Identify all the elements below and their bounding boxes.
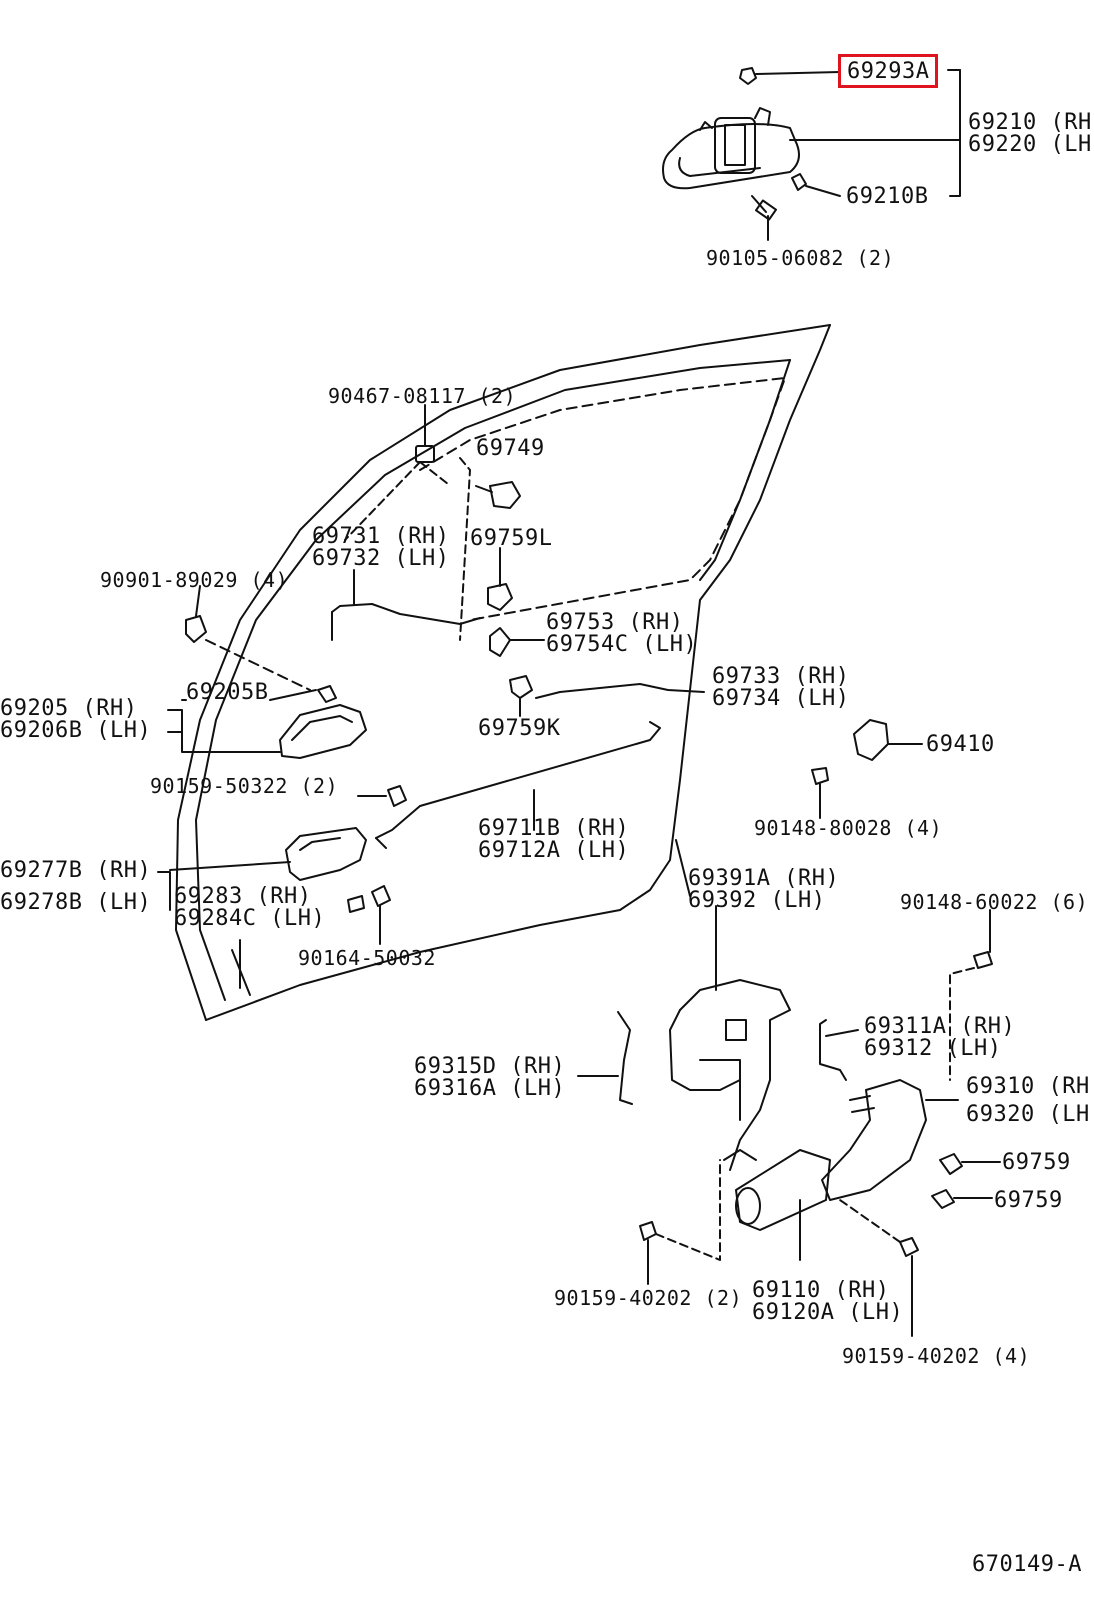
part-label-69120a[interactable]: 69120A (LH) — [752, 1300, 904, 1325]
bolt-90467 — [345, 405, 470, 640]
part-label-90164-50032[interactable]: 90164-50032 — [298, 946, 436, 970]
part-label-69205b[interactable]: 69205B — [186, 680, 269, 705]
part-label-69754c[interactable]: 69754C (LH) — [546, 632, 698, 657]
part-label-69210b[interactable]: 69210B — [846, 184, 929, 209]
part-label-69220[interactable]: 69220 (LH — [968, 132, 1092, 157]
part-label-69759l[interactable]: 69759L — [470, 526, 553, 551]
clip-69749 — [476, 482, 520, 508]
part-label-69734[interactable]: 69734 (LH) — [712, 686, 850, 711]
part-label-69731[interactable]: 69731 (RH) — [312, 524, 450, 549]
part-label-69310[interactable]: 69310 (RH — [966, 1074, 1090, 1099]
part-label-69293a[interactable]: 69293A — [838, 54, 939, 88]
part-label-69392[interactable]: 69392 (LH) — [688, 888, 826, 913]
motor-69110 — [724, 1150, 830, 1260]
part-label-90159-40202-2[interactable]: 90159-40202 (2) — [554, 1286, 743, 1310]
glass-outline — [419, 377, 786, 621]
screw-90901 — [186, 586, 310, 690]
bezel-69277b — [158, 828, 366, 910]
rod-69311a — [820, 1020, 858, 1080]
part-label-69284c[interactable]: 69284C (LH) — [174, 906, 326, 931]
clip-69759-b — [932, 1190, 992, 1208]
part-label-69278b[interactable]: 69278B (LH) — [0, 890, 152, 915]
part-label-90467-08117[interactable]: 90467-08117 (2) — [328, 384, 517, 408]
rod-69711b — [376, 722, 660, 848]
inside-handle — [280, 686, 366, 758]
part-label-69311a[interactable]: 69311A (RH) — [864, 1014, 1016, 1039]
part-label-69732[interactable]: 69732 (LH) — [312, 546, 450, 571]
part-label-69320[interactable]: 69320 (LH — [966, 1102, 1090, 1127]
part-label-69749[interactable]: 69749 — [476, 436, 545, 461]
part-label-69759-lower[interactable]: 69759 — [994, 1188, 1063, 1213]
part-label-69277b[interactable]: 69277B (RH) — [0, 858, 152, 883]
rod-69731 — [332, 570, 480, 640]
part-label-90148-60022[interactable]: 90148-60022 (6) — [900, 890, 1089, 914]
part-label-90901-89029[interactable]: 90901-89029 (4) — [100, 568, 289, 592]
part-label-69753[interactable]: 69753 (RH) — [546, 610, 684, 635]
clip-69759-a — [940, 1154, 1000, 1174]
door-lock-69391a — [670, 906, 790, 1170]
clip-69759l — [488, 548, 512, 610]
part-label-90159-40202-4[interactable]: 90159-40202 (4) — [842, 1344, 1031, 1368]
clip-69759k — [510, 676, 532, 716]
part-label-69712a[interactable]: 69712A (LH) — [478, 838, 630, 863]
part-label-69391a[interactable]: 69391A (RH) — [688, 866, 840, 891]
screw-90148-60022 — [950, 910, 992, 1080]
clip-69410 — [854, 720, 922, 760]
screw-90159-50322 — [358, 786, 406, 806]
screw-69210b — [792, 174, 840, 196]
part-label-69759-upper[interactable]: 69759 — [1002, 1150, 1071, 1175]
part-label-69315d[interactable]: 69315D (RH) — [414, 1054, 566, 1079]
part-label-69316a[interactable]: 69316A (LH) — [414, 1076, 566, 1101]
part-label-69711b[interactable]: 69711B (RH) — [478, 816, 630, 841]
clip-69293a — [740, 68, 840, 84]
lock-lever-69310 — [822, 1080, 958, 1200]
part-label-69210[interactable]: 69210 (RH — [968, 110, 1092, 135]
figure-code: 670149-A — [972, 1552, 1082, 1577]
rod-69733 — [536, 684, 704, 698]
part-label-90105-06082[interactable]: 90105-06082 (2) — [706, 246, 895, 270]
rod-69315d — [578, 1012, 632, 1104]
part-label-69733[interactable]: 69733 (RH) — [712, 664, 850, 689]
bracket-69753 — [490, 628, 544, 656]
screw-90164 — [348, 886, 390, 944]
part-label-69205[interactable]: 69205 (RH) — [0, 696, 138, 721]
part-label-69312[interactable]: 69312 (LH) — [864, 1036, 1002, 1061]
part-label-69410[interactable]: 69410 — [926, 732, 995, 757]
screw-90159-40202-b — [840, 1200, 918, 1336]
part-label-90148-80028[interactable]: 90148-80028 (4) — [754, 816, 943, 840]
screw-90159-40202-a — [640, 1160, 720, 1284]
part-label-90159-50322[interactable]: 90159-50322 (2) — [150, 774, 339, 798]
part-label-69110[interactable]: 69110 (RH) — [752, 1278, 890, 1303]
part-label-69759k[interactable]: 69759K — [478, 716, 561, 741]
part-label-69283[interactable]: 69283 (RH) — [174, 884, 312, 909]
screw-90148-80028 — [812, 768, 828, 818]
bolt-90105 — [752, 196, 776, 240]
part-label-69206b[interactable]: 69206B (LH) — [0, 718, 152, 743]
outside-handle — [663, 108, 799, 188]
